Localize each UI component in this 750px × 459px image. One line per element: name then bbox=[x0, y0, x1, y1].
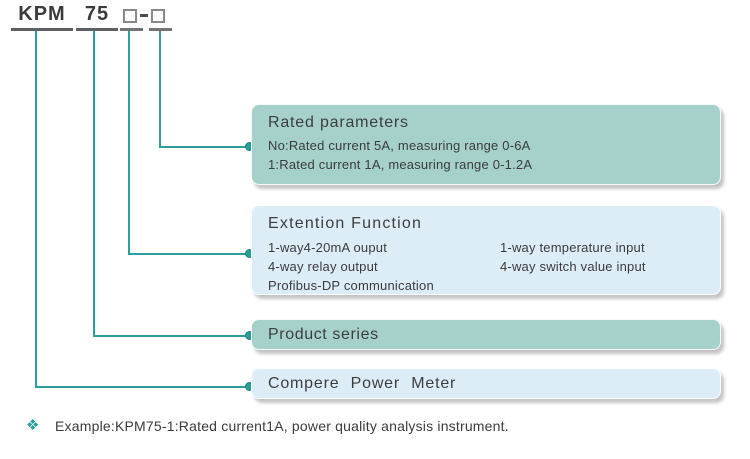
underline-placeholder-1 bbox=[120, 28, 143, 31]
example-diamond-icon: ❖ bbox=[26, 417, 40, 434]
rated-parameters-line-1: No:Rated current 5A, measuring range 0-6… bbox=[268, 138, 531, 153]
callout-product-series: Product series bbox=[251, 319, 721, 350]
extension-left-column: 1-way4-20mA ouput 4-way relay output Pro… bbox=[268, 238, 500, 295]
extension-left-item-1: 1-way4-20mA ouput bbox=[268, 240, 388, 255]
callout-rated-parameters: Rated parameters No:Rated current 5A, me… bbox=[251, 104, 721, 185]
extension-left-item-3: Profibus-DP communication bbox=[268, 278, 434, 293]
connector-hline-compere bbox=[35, 386, 248, 388]
extension-function-title: Extention Function bbox=[268, 215, 423, 232]
placeholder-square-extension-icon bbox=[123, 9, 137, 23]
example-text: Example:KPM75-1:Rated current1A, power q… bbox=[55, 418, 509, 434]
underline-series-prefix bbox=[11, 28, 73, 31]
rated-parameters-title: Rated parameters bbox=[268, 114, 409, 131]
rated-parameters-line-2: 1:Rated current 1A, measuring range 0-1.… bbox=[268, 157, 533, 172]
connector-hline-product-series bbox=[93, 335, 248, 337]
extension-function-columns: 1-way4-20mA ouput 4-way relay output Pro… bbox=[268, 238, 704, 295]
extension-right-item-1: 1-way temperature input bbox=[500, 240, 645, 255]
callout-extension-function: Extention Function 1-way4-20mA ouput 4-w… bbox=[251, 205, 721, 295]
connector-vline-rated bbox=[159, 31, 161, 147]
extension-right-item-2: 4-way switch value input bbox=[500, 259, 646, 274]
connector-vline-series-number bbox=[93, 31, 95, 336]
model-series-number: 75 bbox=[84, 3, 110, 25]
product-series-title: Product series bbox=[268, 326, 379, 343]
connector-vline-series-prefix bbox=[35, 31, 37, 387]
model-series-prefix: KPM bbox=[18, 3, 66, 25]
placeholder-square-rated-icon bbox=[151, 9, 165, 23]
connector-hline-rated bbox=[159, 146, 248, 148]
connector-vline-extension bbox=[128, 31, 130, 254]
callout-compere-power-meter: Compere Power Meter bbox=[251, 368, 721, 399]
extension-right-column: 1-way temperature input 4-way switch val… bbox=[500, 238, 646, 295]
connector-hline-extension bbox=[128, 253, 248, 255]
compere-power-meter-title: Compere Power Meter bbox=[268, 375, 457, 392]
extension-left-item-2: 4-way relay output bbox=[268, 259, 378, 274]
model-separator-dash bbox=[140, 14, 148, 17]
underline-placeholder-2 bbox=[149, 28, 172, 31]
underline-series-number bbox=[76, 28, 118, 31]
